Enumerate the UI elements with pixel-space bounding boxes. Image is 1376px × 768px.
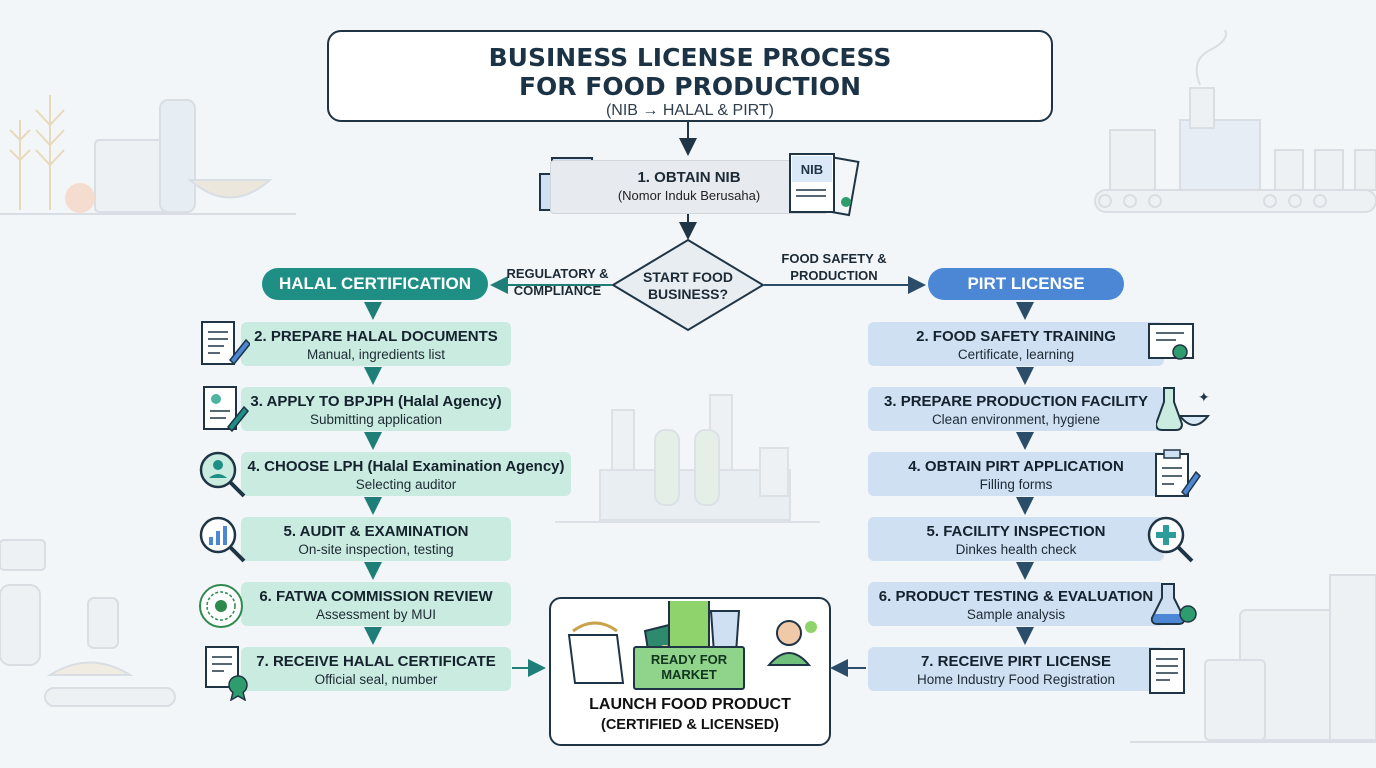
ready-banner-line-1: READY FOR xyxy=(650,652,728,667)
svg-text:✦: ✦ xyxy=(1198,390,1210,406)
step-desc: Official seal, number xyxy=(314,672,438,687)
background-packages-icon xyxy=(1130,574,1376,743)
step-title: 3. PREPARE PRODUCTION FACILITY xyxy=(884,393,1148,410)
background-factory-icon xyxy=(1094,29,1376,213)
step-desc: Submitting application xyxy=(309,412,443,427)
pirt-step-2: 2. FOOD SAFETY TRAINING Certificate, lea… xyxy=(868,322,1164,366)
title-line-1: BUSINESS LICENSE PROCESS xyxy=(488,43,892,72)
decision-diamond xyxy=(611,238,765,332)
nib-step-subtitle: (Nomor Induk Berusaha) xyxy=(617,188,761,203)
background-mixer-icon xyxy=(0,539,176,707)
launch-title-line-1: LAUNCH FOOD PRODUCT xyxy=(589,696,791,713)
launch-title: LAUNCH FOOD PRODUCT (CERTIFIED & LICENSE… xyxy=(551,695,829,735)
step-title: 7. RECEIVE PIRT LICENSE xyxy=(920,653,1112,670)
auditor-search-icon xyxy=(199,451,246,498)
step-desc: On-site inspection, testing xyxy=(298,542,454,557)
step-desc: Clean environment, hygiene xyxy=(931,412,1101,427)
background-lab-icon xyxy=(555,394,820,523)
background-food-illustration-icon xyxy=(0,95,296,215)
ready-for-market-banner: READY FOR MARKET xyxy=(633,646,745,690)
step-desc: Filling forms xyxy=(979,477,1053,492)
clipboard-pen-icon xyxy=(1155,449,1201,498)
document-pen-icon xyxy=(201,321,250,366)
pirt-step-6: 6. PRODUCT TESTING & EVALUATION Sample a… xyxy=(868,582,1164,626)
step-title: 2. PREPARE HALAL DOCUMENTS xyxy=(254,328,498,345)
pirt-step-4: 4. OBTAIN PIRT APPLICATION Filling forms xyxy=(868,452,1164,496)
step-title: 7. RECEIVE HALAL CERTIFICATE xyxy=(256,653,496,670)
step-desc: Assessment by MUI xyxy=(315,607,437,622)
step-title: 2. FOOD SAFETY TRAINING xyxy=(916,328,1116,345)
decision-text: START FOOD BUSINESS? xyxy=(643,269,733,302)
ready-banner-line-2: MARKET xyxy=(661,667,717,682)
certificate-icon xyxy=(1148,323,1194,360)
nib-step-title: 1. OBTAIN NIB xyxy=(637,169,741,186)
launch-product-box: READY FOR MARKET LAUNCH FOOD PRODUCT (CE… xyxy=(549,597,831,746)
halal-step-2: 2. PREPARE HALAL DOCUMENTS Manual, ingre… xyxy=(241,322,511,366)
branch-label-right: FOOD SAFETY & PRODUCTION xyxy=(781,251,887,283)
pirt-license-header: PIRT LICENSE xyxy=(928,268,1124,300)
step-desc: Selecting auditor xyxy=(355,477,457,492)
step-title: 5. FACILITY INSPECTION xyxy=(926,523,1106,540)
step-title: 4. OBTAIN PIRT APPLICATION xyxy=(908,458,1124,475)
flask-bowl-icon: ✦ xyxy=(1156,387,1210,431)
halal-step-5: 5. AUDIT & EXAMINATION On-site inspectio… xyxy=(241,517,511,561)
nib-doc-label: NIB xyxy=(801,162,823,177)
test-flask-icon xyxy=(1150,583,1197,625)
step-desc: Dinkes health check xyxy=(955,542,1077,557)
halal-step-3: 3. APPLY TO BPJPH (Halal Agency) Submitt… xyxy=(241,387,511,431)
step-desc: Home Industry Food Registration xyxy=(916,672,1116,687)
title-box: BUSINESS LICENSE PROCESS FOR FOOD PRODUC… xyxy=(327,30,1053,122)
nib-document-icon: NIB xyxy=(789,153,860,217)
application-form-icon xyxy=(203,386,250,433)
step-title: 3. APPLY TO BPJPH (Halal Agency) xyxy=(250,393,502,410)
pirt-step-3: 3. PREPARE PRODUCTION FACILITY Clean env… xyxy=(868,387,1164,431)
step-desc: Sample analysis xyxy=(966,607,1066,622)
halal-step-6: 6. FATWA COMMISSION REVIEW Assessment by… xyxy=(241,582,511,626)
chart-magnifier-icon xyxy=(199,516,246,563)
pirt-step-7: 7. RECEIVE PIRT LICENSE Home Industry Fo… xyxy=(868,647,1164,691)
certificate-ribbon-icon xyxy=(205,646,248,701)
mui-seal-icon xyxy=(199,584,243,628)
title-line-2: FOR FOOD PRODUCTION xyxy=(518,72,862,101)
branch-label-left: REGULATORY & COMPLIANCE xyxy=(506,266,609,298)
step-title: 5. AUDIT & EXAMINATION xyxy=(283,523,469,540)
license-document-icon xyxy=(1149,648,1185,694)
pirt-step-5: 5. FACILITY INSPECTION Dinkes health che… xyxy=(868,517,1164,561)
title-subtitle: (NIB → HALAL & PIRT) xyxy=(605,102,775,119)
step-desc: Manual, ingredients list xyxy=(306,347,446,362)
health-magnifier-icon xyxy=(1147,516,1194,563)
launch-title-line-2: (CERTIFIED & LICENSED) xyxy=(600,717,780,733)
step-desc: Certificate, learning xyxy=(957,347,1075,362)
step-title: 4. CHOOSE LPH (Halal Examination Agency) xyxy=(247,458,565,475)
halal-certification-header: HALAL CERTIFICATION xyxy=(262,268,488,300)
step-title: 6. PRODUCT TESTING & EVALUATION xyxy=(878,588,1154,605)
halal-step-4: 4. CHOOSE LPH (Halal Examination Agency)… xyxy=(241,452,571,496)
halal-step-7: 7. RECEIVE HALAL CERTIFICATE Official se… xyxy=(241,647,511,691)
step-title: 6. FATWA COMMISSION REVIEW xyxy=(259,588,493,605)
nib-step-box: 1. OBTAIN NIB (Nomor Induk Berusaha) xyxy=(550,160,828,214)
